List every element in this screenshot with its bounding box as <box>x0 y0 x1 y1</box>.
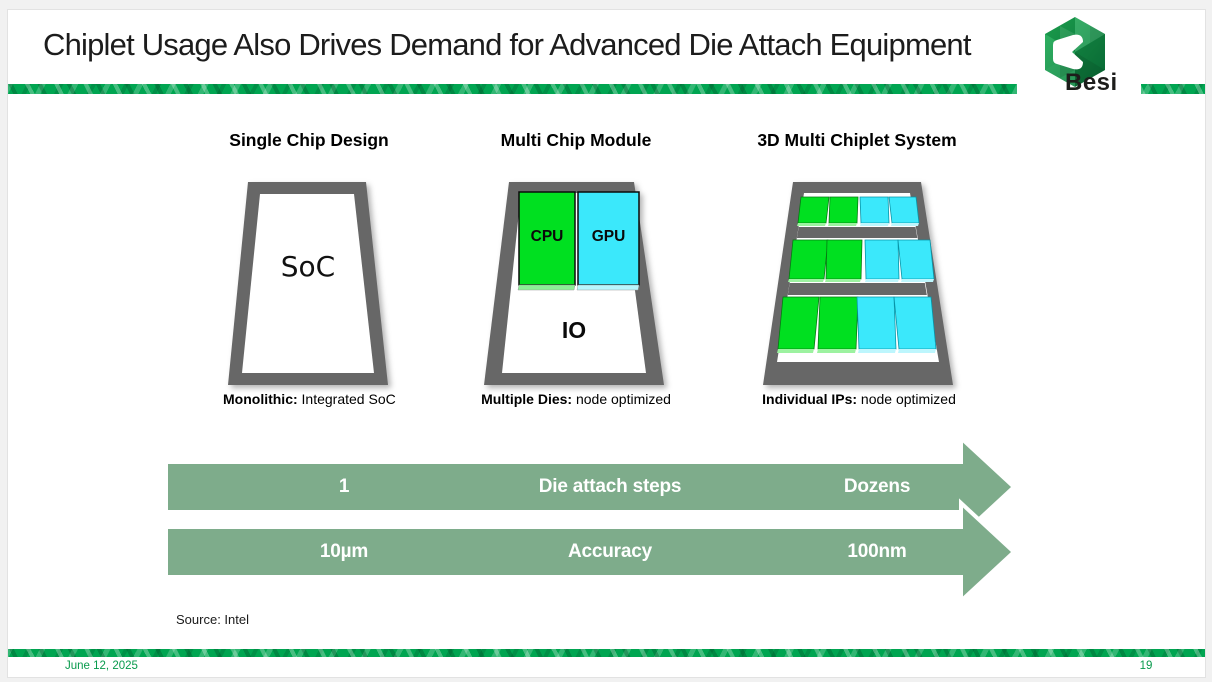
header-divider-bar-right <box>1141 84 1205 94</box>
column-header-3d-multi-chiplet: 3D Multi Chiplet System <box>757 130 957 150</box>
slide-content: Chiplet Usage Also Drives Demand for Adv… <box>8 10 1205 677</box>
chiplet-cyan <box>859 196 890 224</box>
arrow1-left-value: 1 <box>338 476 350 497</box>
chiplet-green <box>777 296 820 350</box>
caption-text: Integrated SoC <box>297 391 396 407</box>
footer-date: June 12, 2025 <box>65 660 138 672</box>
besi-logo-cutout <box>1053 34 1083 70</box>
chiplet-cyan <box>897 239 935 280</box>
arrow2-left-value: 10µm <box>319 541 369 562</box>
chiplet-green <box>797 196 830 224</box>
interposer-band <box>787 283 927 295</box>
gpu-die-edge <box>576 284 640 291</box>
besi-logo-text: Besi <box>1065 69 1118 96</box>
cpu-die-edge <box>517 284 576 291</box>
arrow2-label: Accuracy <box>568 541 652 562</box>
caption-individual-ips: Individual IPs: node optimized <box>749 391 969 407</box>
caption-text: node optimized <box>572 391 671 407</box>
chiplet-green <box>828 196 859 224</box>
caption-term: Multiple Dies: <box>481 391 573 407</box>
besi-logo: Besi <box>1037 13 1205 98</box>
chiplet-cyan <box>864 239 900 280</box>
caption-term: Monolithic: <box>223 391 298 407</box>
chiplet-edge <box>860 223 889 226</box>
gpu-label: GPU <box>591 228 626 245</box>
caption-term: Individual IPs: <box>762 391 858 407</box>
chiplet-edge <box>901 279 934 282</box>
slide: Chiplet Usage Also Drives Demand for Adv… <box>7 9 1206 678</box>
arrow1-label: Die attach steps <box>538 476 682 497</box>
chiplet-edge <box>898 349 936 353</box>
chiplet-edge <box>788 279 824 282</box>
arrow2-right-value: 100nm <box>847 541 907 562</box>
chip-die-area <box>242 194 374 373</box>
chiplet-cyan <box>888 196 920 224</box>
source-note: Source: Intel <box>176 612 249 627</box>
progression-arrows <box>164 433 1017 606</box>
chiplet-cyan <box>856 296 897 350</box>
chiplet-edge <box>858 349 896 353</box>
arrow1-right-value: Dozens <box>843 476 911 497</box>
io-label: IO <box>561 317 587 343</box>
caption-monolithic: Monolithic: Integrated SoC <box>223 391 396 407</box>
chiplet-edge <box>817 349 856 353</box>
chiplet-edge <box>828 223 857 226</box>
die-attach-steps-arrow <box>164 433 1017 541</box>
caption-text: node optimized <box>857 391 956 407</box>
chiplet-edge <box>865 279 899 282</box>
accuracy-arrow <box>164 498 1017 606</box>
footer-divider-bar <box>8 649 1205 657</box>
footer-page-number: 19 <box>1139 660 1153 672</box>
chiplet-edge <box>797 223 826 226</box>
soc-label: SoC <box>280 250 336 283</box>
chiplet-green <box>788 239 829 280</box>
chiplet-green <box>825 239 863 280</box>
column-header-single-chip: Single Chip Design <box>229 130 389 150</box>
page-title: Chiplet Usage Also Drives Demand for Adv… <box>43 27 971 62</box>
multi-chip-module-diagram <box>484 182 664 385</box>
single-chip-diagram <box>228 182 388 385</box>
chiplet-green <box>817 296 859 350</box>
chiplet-edge <box>777 349 814 353</box>
chiplet-edge <box>825 279 861 282</box>
caption-multiple-dies: Multiple Dies: node optimized <box>481 391 671 407</box>
header-divider-bar-left <box>8 84 1017 94</box>
column-header-multi-chip-module: Multi Chip Module <box>500 130 652 150</box>
chiplet-cyan <box>893 296 937 350</box>
cpu-label: CPU <box>530 228 564 245</box>
chiplet-edge <box>891 223 919 226</box>
besi-hexagon-icon <box>1045 17 1105 87</box>
interposer-band <box>796 227 918 238</box>
3d-multi-chiplet-diagram <box>763 182 953 385</box>
